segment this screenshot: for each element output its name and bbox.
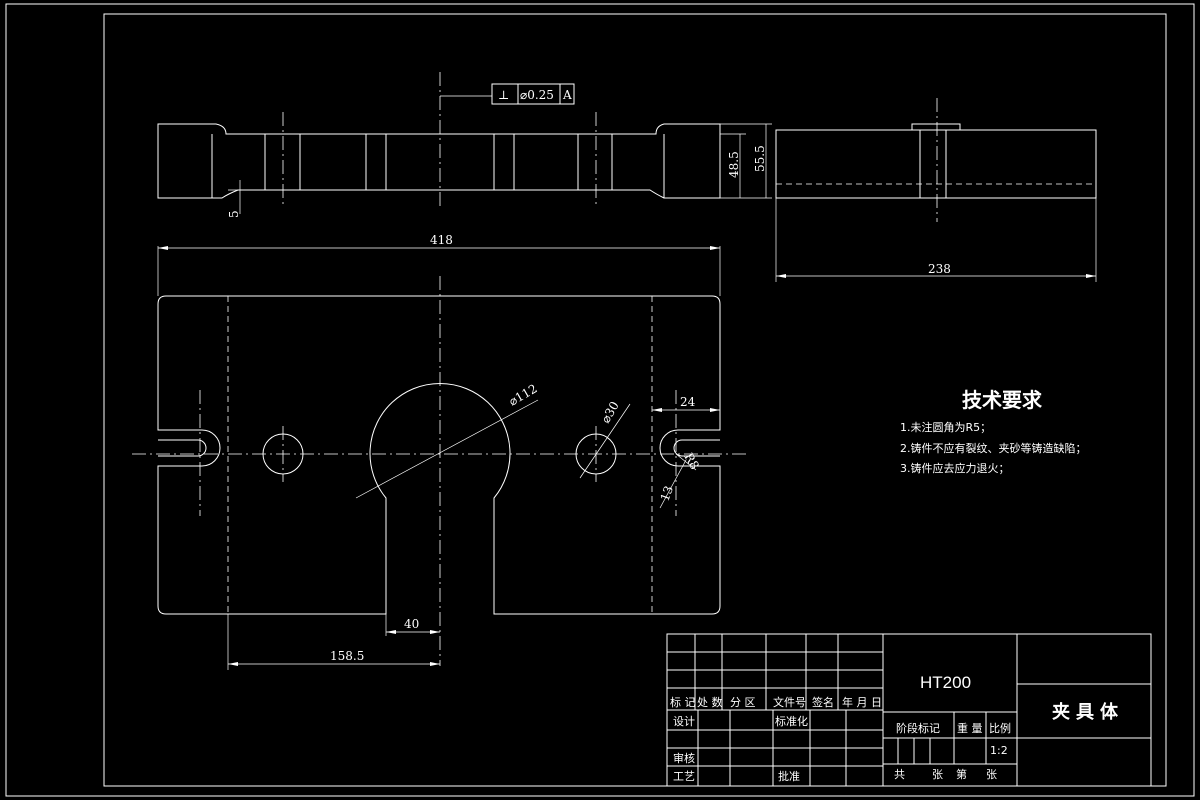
label-date: 年 月 日 — [842, 695, 882, 709]
tech-requirements: 技术要求 1.未注圆角为R5； 2.铸件不应有裂纹、夹砂等铸造缺陷； 3.铸件应… — [900, 388, 1087, 475]
tech-req-item-2: 2.铸件不应有裂纹、夹砂等铸造缺陷； — [900, 441, 1087, 455]
material: HT200 — [920, 673, 971, 692]
label-review: 审核 — [673, 751, 695, 765]
tech-req-item-3: 3.铸件应去应力退火； — [900, 461, 1010, 475]
dim-slot-offset: 24 — [680, 395, 696, 409]
label-sheet-no: 第 — [956, 767, 967, 781]
label-stage-mark: 阶段标记 — [896, 721, 940, 735]
front-view: ⊥ ⌀0.25 A 5 48.5 55.5 — [157, 72, 772, 218]
label-design: 设计 — [673, 715, 695, 728]
dim-step: 5 — [227, 210, 241, 218]
tol-value: ⌀0.25 — [520, 88, 554, 102]
label-zone: 分 区 — [730, 696, 756, 709]
label-scale: 比例 — [989, 721, 1011, 735]
tol-datum: A — [562, 88, 572, 102]
dim-bore: ⌀112 — [507, 381, 540, 408]
top-view: 418 ⌀112 ⌀30 24 R8 13 — [132, 233, 748, 670]
part-name: 夹具体 — [1052, 701, 1124, 723]
label-standard: 标准化 — [775, 714, 808, 728]
scale-value: 1:2 — [990, 744, 1008, 757]
label-mark: 标 记 — [670, 695, 696, 709]
dim-slot-w: 13 — [658, 484, 676, 503]
dim-height-inner: 48.5 — [727, 151, 741, 178]
dim-side-width: 238 — [928, 262, 951, 276]
label-process: 工艺 — [673, 770, 695, 783]
tol-symbol: ⊥ — [498, 88, 509, 102]
label-sign: 签名 — [812, 695, 834, 709]
dim-slot-width: 40 — [404, 617, 419, 631]
tech-req-title: 技术要求 — [962, 388, 1043, 412]
label-weight: 重 量 — [957, 721, 983, 735]
label-sheet: 张 — [986, 768, 997, 781]
label-total: 共 — [894, 768, 905, 781]
tech-req-item-1: 1.未注圆角为R5； — [900, 420, 991, 434]
side-view: 238 — [775, 98, 1097, 282]
label-approve: 批准 — [778, 769, 800, 783]
label-sheets: 张 — [932, 768, 943, 781]
label-doc-no: 文件号 — [773, 695, 806, 709]
inner-border — [103, 13, 1167, 787]
dim-overall-length: 418 — [430, 233, 453, 247]
label-count: 处 数 — [697, 696, 723, 709]
dim-center-dist: 158.5 — [330, 649, 364, 663]
dim-height-outer: 55.5 — [753, 145, 767, 172]
outer-border — [5, 3, 1195, 797]
title-block: HT200 夹具体 标 记 处 数 分 区 文件号 签名 年 月 日 设计 标准… — [666, 633, 1152, 787]
